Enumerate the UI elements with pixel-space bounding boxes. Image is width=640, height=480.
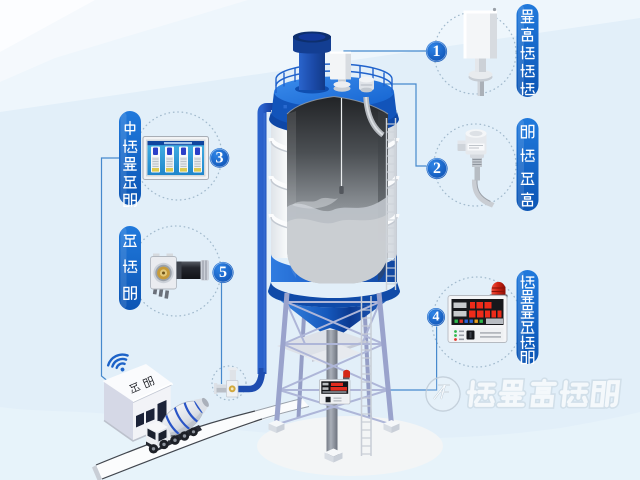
svg-text:1: 1 bbox=[433, 43, 441, 60]
svg-text:5: 5 bbox=[219, 264, 227, 281]
svg-text:4: 4 bbox=[433, 310, 440, 325]
svg-text:3: 3 bbox=[216, 150, 224, 167]
svg-text:2: 2 bbox=[433, 160, 441, 177]
